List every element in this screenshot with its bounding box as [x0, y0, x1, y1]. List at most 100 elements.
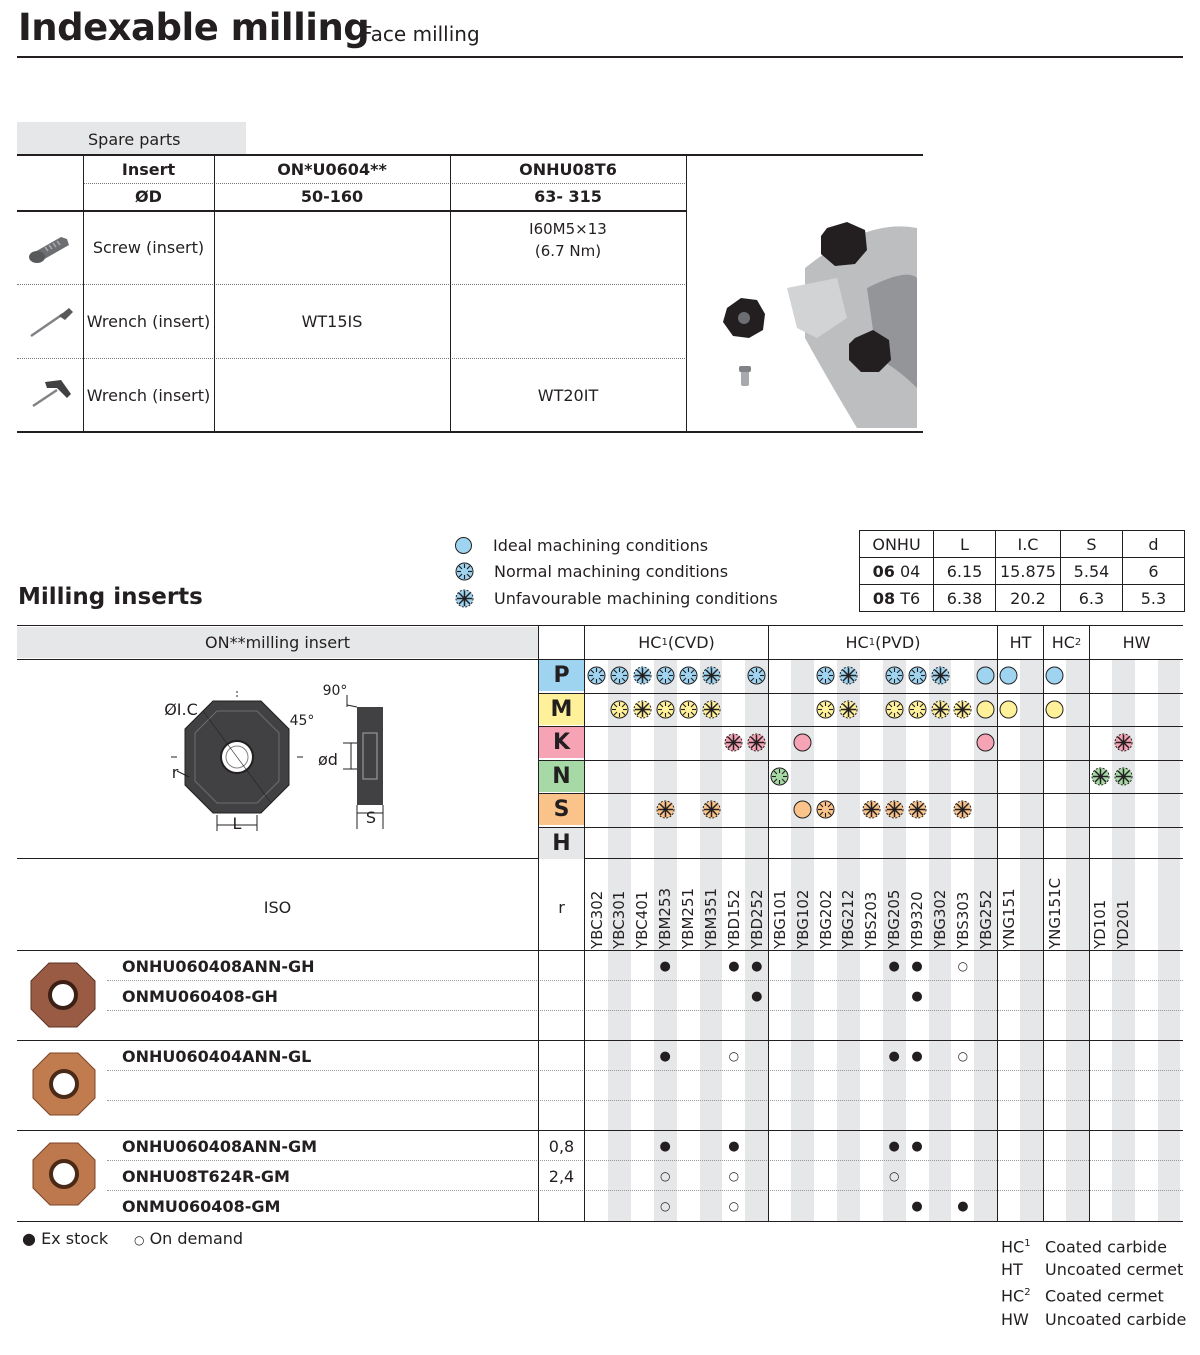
- grade-text: YBC301: [610, 890, 629, 949]
- ideal-circle-icon: [455, 536, 472, 554]
- grade-label: YBG205: [883, 861, 906, 951]
- grid-line: [17, 1130, 1183, 1131]
- material-h: H: [539, 827, 584, 859]
- ideal-circle-icon: [976, 733, 995, 752]
- page-subtitle: Face milling: [361, 22, 480, 46]
- grade-text: YBM253: [656, 887, 675, 949]
- legend-ideal: Ideal machining conditions: [455, 535, 708, 555]
- grid-line: [538, 726, 1183, 727]
- grid-line: [107, 1070, 1183, 1071]
- grade-text: YBM251: [679, 887, 698, 949]
- insert-code: ONHU060408ANN-GH: [122, 957, 315, 976]
- wrench-spec: WT15IS: [301, 312, 363, 331]
- iso-header: ISO: [263, 897, 292, 917]
- dim-l: 6.15: [933, 557, 996, 585]
- grid-line: [538, 759, 1183, 761]
- unfavourable-gear-icon: [1114, 767, 1133, 785]
- normal-gear-icon: [816, 800, 835, 819]
- on-demand-label: On demand: [149, 1229, 244, 1248]
- dim-header-s: S: [1059, 530, 1123, 558]
- t-wrench-spec: WT20IT: [537, 385, 599, 405]
- legend-unfavourable-label: Unfavourable machining conditions: [494, 588, 778, 608]
- on-demand-circle: ○: [888, 1169, 900, 1183]
- milling-cutter-image: [723, 222, 917, 428]
- grade-label: YBC401: [631, 861, 654, 951]
- grade-desc: Uncoated carbide: [1045, 1309, 1187, 1329]
- group-hc-cvd-suffix: (CVD): [667, 633, 715, 652]
- ex-stock-dot: ●: [911, 1139, 923, 1154]
- group-hc2-sup: 2: [1074, 637, 1082, 648]
- on-demand-legend: ○ On demand: [134, 1229, 243, 1248]
- grade-desc: Coated cermet: [1045, 1286, 1164, 1306]
- grade-label: YBG302: [929, 861, 952, 951]
- grade-legend-item: HC2 Coated cermet: [1001, 1281, 1186, 1307]
- screw-spec-torque: (6.7 Nm): [534, 242, 602, 260]
- dim-code-thickness: T6: [900, 588, 921, 608]
- normal-gear-icon: [747, 666, 766, 685]
- unfavourable-gear-icon: [885, 800, 904, 819]
- on-demand-circle: ○: [659, 1169, 671, 1183]
- grade-text: YBS203: [862, 891, 881, 949]
- on-demand-circle: ○: [957, 959, 969, 973]
- grid-line: [107, 1010, 1183, 1011]
- column-shade: [1020, 660, 1043, 1222]
- grade-label: YNG151C: [1043, 861, 1066, 951]
- grade-text: YBD252: [747, 889, 766, 949]
- unfavourable-gear-icon: [953, 700, 972, 718]
- unfavourable-gear-icon: [839, 666, 858, 685]
- ex-stock-dot: ●: [728, 1139, 740, 1154]
- normal-gear-icon: [587, 666, 606, 685]
- unfavourable-gear-icon: [1114, 733, 1133, 752]
- dim-header-onhu: ONHU: [859, 530, 934, 558]
- grade-text: YBG202: [816, 889, 835, 949]
- grid-line: [107, 1160, 1183, 1161]
- column-shade: [699, 660, 723, 1222]
- material-p: P: [539, 660, 584, 691]
- insert-gl-image: [32, 1052, 96, 1116]
- diagram-ic-label: ØI.C: [164, 699, 198, 719]
- column-shade: [1157, 660, 1181, 1222]
- dim-s: 5.54: [1059, 557, 1123, 585]
- dimension-table: ONHU L I.C S d 06 04 6.15 15.875 5.54 6 …: [859, 530, 1185, 612]
- insert-col1: ON*U0604**: [277, 160, 387, 179]
- ex-stock-dot: ●: [911, 989, 923, 1004]
- grade-label: YBC301: [608, 861, 631, 951]
- material-n: N: [539, 760, 584, 792]
- group-header-ht: HT: [1009, 633, 1032, 652]
- group-hc-pvd-sup: 1: [868, 637, 876, 648]
- screw-spec-size: I60M5×13: [529, 220, 607, 238]
- legend-normal: Normal machining conditions: [455, 561, 728, 581]
- grade-code: HC: [1001, 1237, 1025, 1257]
- dim-d: 5.3: [1121, 584, 1185, 612]
- grade-text: YBG101: [770, 889, 789, 949]
- unfavourable-gear-icon: [862, 800, 881, 819]
- grid-line: [107, 1190, 1183, 1191]
- title-divider: [17, 56, 1183, 58]
- insert-code: ONMU060408-GM: [122, 1197, 281, 1216]
- screw-label: Screw (insert): [92, 238, 205, 257]
- insert-gh-image: [30, 962, 96, 1028]
- grade-sup: 2: [1024, 1287, 1031, 1299]
- grade-code: HC: [1001, 1286, 1025, 1306]
- dim-l: 6.38: [933, 584, 996, 612]
- column-shade: [607, 660, 631, 1222]
- milling-inserts-title: Milling inserts: [18, 584, 203, 610]
- ex-stock-label: Ex stock: [41, 1229, 109, 1248]
- insert-code: ONHU060408ANN-GM: [122, 1137, 318, 1156]
- ex-stock-dot: ●: [659, 1139, 671, 1154]
- grade-text: YB9320: [908, 891, 927, 949]
- ex-stock-dot: ●: [751, 989, 763, 1004]
- ex-stock-dot: ●: [911, 1049, 923, 1064]
- unfavourable-gear-icon: [908, 800, 927, 819]
- column-shade: [791, 660, 814, 1222]
- insert-gm-image: [32, 1142, 96, 1206]
- normal-gear-icon: [885, 666, 904, 685]
- grade-text: YBD152: [724, 889, 743, 949]
- normal-gear-icon: [610, 666, 629, 685]
- grid-line: [1043, 625, 1044, 1222]
